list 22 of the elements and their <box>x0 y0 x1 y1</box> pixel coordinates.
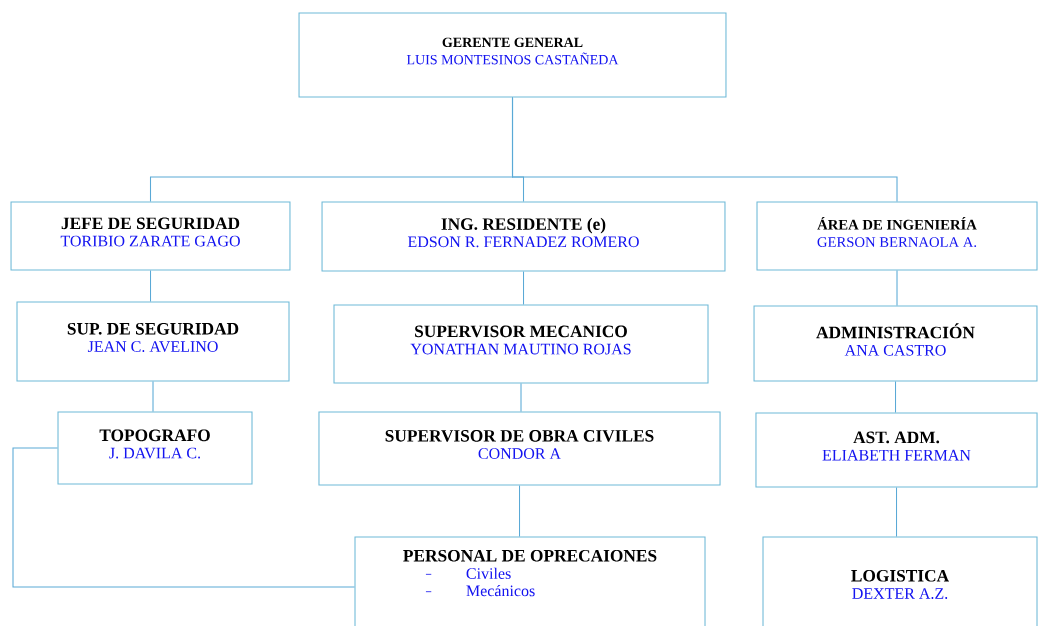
org-box: TOPOGRAFO J. DAVILA C. <box>57 411 253 485</box>
connector-line <box>518 485 521 538</box>
connector-line <box>520 383 522 412</box>
org-box: SUP. DE SEGURIDAD JEAN C. AVELINO <box>16 301 290 382</box>
connector-line <box>149 270 152 303</box>
connector-line <box>896 270 898 307</box>
org-box: ING. RESIDENTE (e) EDSON R. FERNADEZ ROMERO <box>321 201 726 272</box>
org-box: GERENTE GENERAL LUIS MONTESINOS CASTAÑEDA <box>298 12 727 98</box>
connector-line <box>522 271 525 305</box>
connector-line <box>894 380 897 413</box>
org-box: PERSONAL DE OPRECAIONES Civiles Mecánicos <box>354 536 706 626</box>
org-box: ADMINISTRACIÓN ANA CASTRO <box>753 305 1038 382</box>
connector-line <box>895 487 898 538</box>
org-box: JEFE DE SEGURIDAD TORIBIO ZARATE GAGO <box>10 201 291 271</box>
org-box: ÁREA DE INGENIERÍA GERSON BERNAOLA A. <box>756 201 1038 271</box>
org-box: AST. ADM. ELIABETH FERMAN <box>755 412 1038 488</box>
org-box: SUPERVISOR MECANICO YONATHAN MAUTINO ROJAS <box>333 304 709 384</box>
org-box: LOGISTICA DEXTER A.Z. <box>762 536 1038 626</box>
connector-line <box>511 97 898 202</box>
connector-line <box>12 447 355 588</box>
connector-line <box>152 380 154 412</box>
org-box: SUPERVISOR DE OBRA CIVILES CONDOR A <box>318 411 721 486</box>
